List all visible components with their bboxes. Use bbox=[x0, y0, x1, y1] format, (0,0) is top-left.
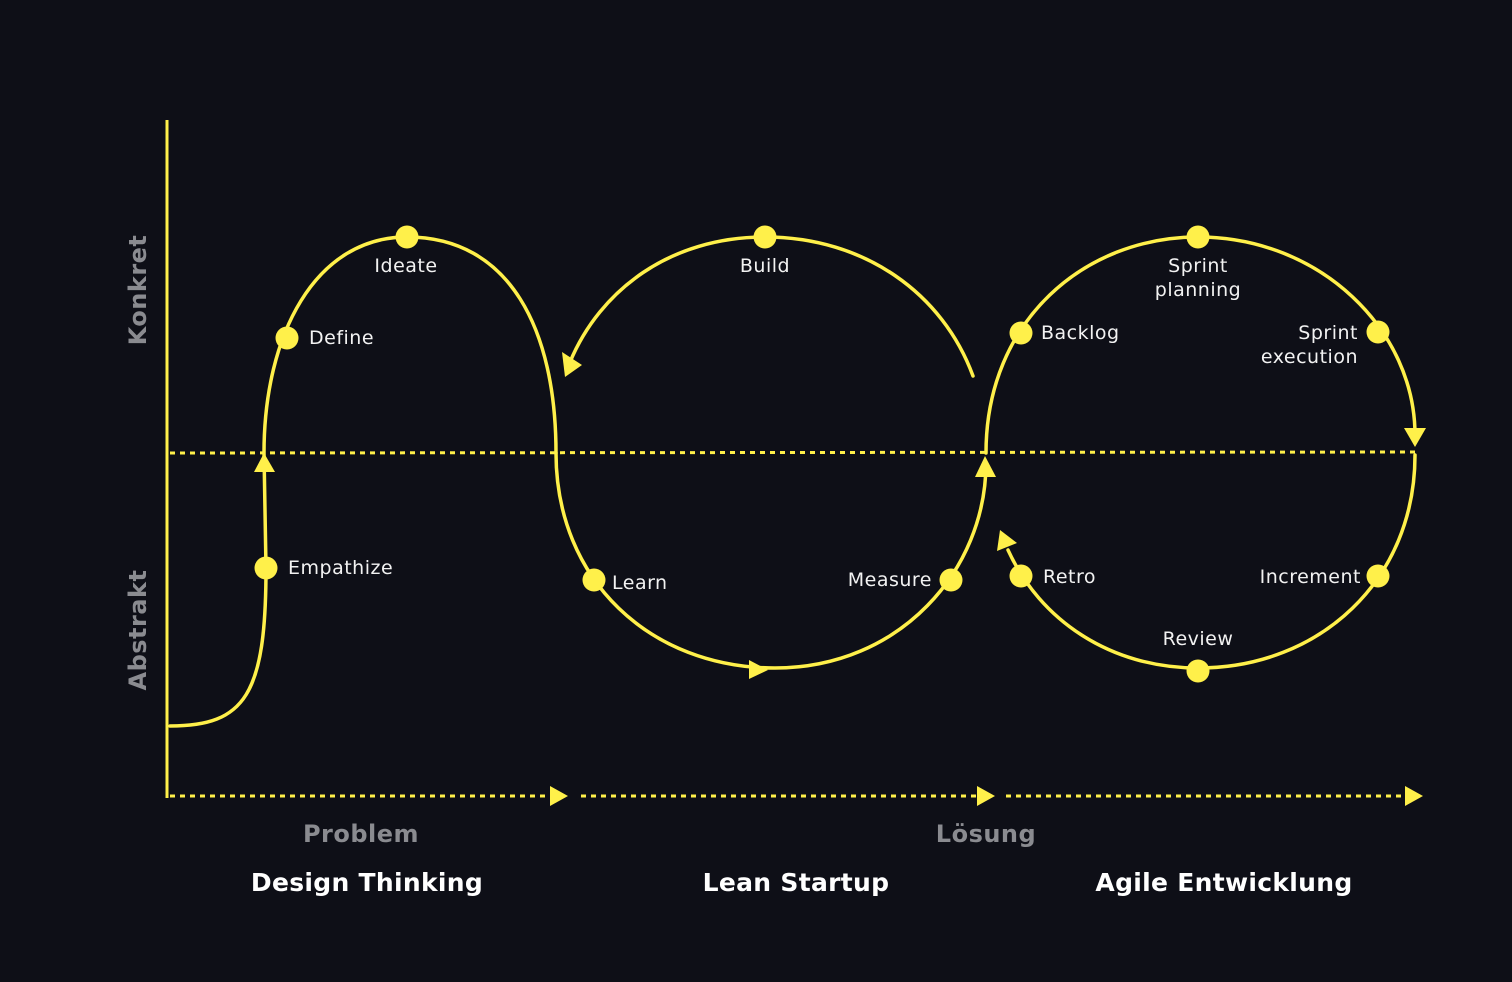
node-backlog bbox=[1009, 321, 1033, 345]
label-sprint-planning-1: Sprint bbox=[1168, 255, 1228, 277]
lean-startup-arrow-bottom bbox=[749, 660, 768, 679]
label-ideate: Ideate bbox=[374, 255, 437, 277]
label-sprint-execution-1: Sprint bbox=[1298, 322, 1358, 344]
x-axis-label-problem: Problem bbox=[303, 820, 419, 848]
lean-startup-arrow-right bbox=[975, 456, 996, 477]
label-learn: Learn bbox=[612, 572, 668, 594]
node-increment bbox=[1366, 564, 1390, 588]
label-empathize: Empathize bbox=[288, 557, 393, 579]
label-build: Build bbox=[740, 255, 790, 277]
design-thinking-curve bbox=[168, 235, 558, 728]
node-retro bbox=[1009, 564, 1033, 588]
label-measure: Measure bbox=[848, 569, 932, 591]
x-axis-label-loesung: Lösung bbox=[936, 820, 1036, 848]
label-sprint-execution-2: execution bbox=[1261, 346, 1358, 368]
lean-startup-arrow-top bbox=[562, 352, 582, 377]
section-design-thinking: Design Thinking bbox=[251, 868, 483, 897]
section-agile: Agile Entwicklung bbox=[1095, 868, 1352, 897]
label-sprint-planning-2: planning bbox=[1155, 279, 1241, 301]
agile-arrow-right bbox=[1404, 428, 1426, 447]
lean-startup-lower-arc bbox=[554, 451, 988, 670]
node-sprint-execution bbox=[1366, 320, 1390, 344]
node-ideate bbox=[395, 225, 419, 249]
y-axis-label-bottom: Abstrakt bbox=[124, 570, 152, 691]
label-backlog: Backlog bbox=[1041, 322, 1120, 344]
node-build bbox=[753, 225, 777, 249]
node-measure bbox=[939, 568, 963, 592]
bottom-arrow-head-2 bbox=[977, 786, 995, 806]
node-review bbox=[1186, 659, 1210, 683]
section-lean-startup: Lean Startup bbox=[703, 868, 890, 897]
label-increment: Increment bbox=[1260, 566, 1361, 588]
agile-arrow-retro bbox=[997, 530, 1017, 551]
node-learn bbox=[582, 568, 606, 592]
node-sprint-planning bbox=[1186, 225, 1210, 249]
label-retro: Retro bbox=[1043, 566, 1096, 588]
label-define: Define bbox=[309, 327, 374, 349]
center-dashed-line bbox=[169, 450, 1419, 455]
bottom-arrow-head-3 bbox=[1405, 786, 1423, 806]
label-review: Review bbox=[1163, 628, 1234, 650]
design-thinking-arrow bbox=[254, 453, 275, 472]
node-define bbox=[275, 326, 299, 350]
bottom-arrow-head-1 bbox=[550, 786, 568, 806]
node-empathize bbox=[254, 556, 278, 580]
y-axis-label-top: Konkret bbox=[124, 235, 152, 346]
